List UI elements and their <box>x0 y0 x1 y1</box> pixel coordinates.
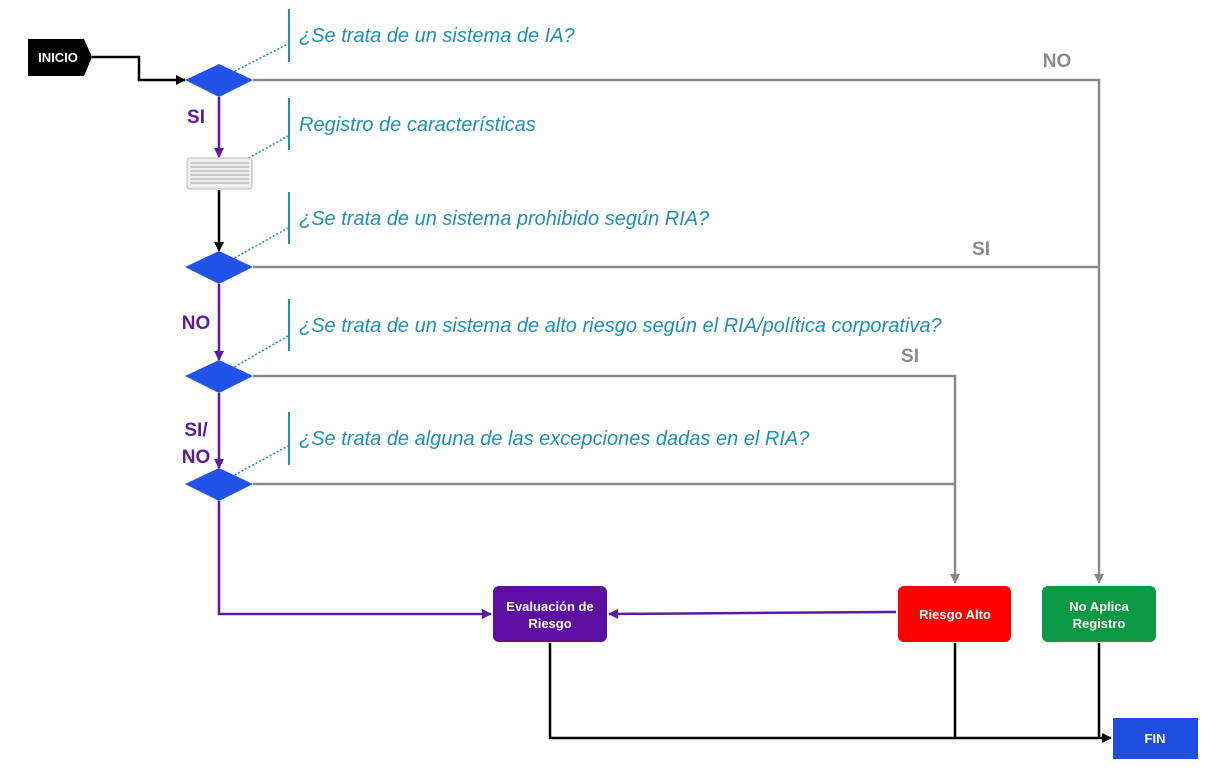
edge-label-q2-no: NO <box>182 313 211 334</box>
start-node: INICIO <box>28 39 92 76</box>
callout-leader <box>230 43 289 74</box>
decision-diamond-q3 <box>185 360 253 393</box>
callout-leader <box>230 335 289 370</box>
riesgo-alto-box: Riesgo Alto <box>898 586 1011 642</box>
flow-q3-yes <box>253 374 960 584</box>
edge-label-q3-yes: SI <box>901 346 919 367</box>
edge-label-q2-yes: SI <box>972 239 990 260</box>
no-aplica-registro-box: No Aplica Registro <box>1042 586 1156 642</box>
end-node: FIN <box>1113 718 1198 759</box>
callout-leader <box>230 445 289 478</box>
evaluacion-riesgo-box: Evaluación de Riesgo <box>493 586 607 642</box>
question-q1: ¿Se trata de un sistema de IA? <box>299 25 576 47</box>
no-aplica-line2: Registro <box>1073 616 1126 631</box>
registro-form-icon <box>186 157 253 190</box>
flow-riesgo-to-evaluacion <box>608 608 897 619</box>
end-label: FIN <box>1145 731 1166 746</box>
start-label: INICIO <box>38 50 78 65</box>
edge-label-q1-no: NO <box>1043 51 1072 72</box>
evaluacion-line2: Riesgo <box>528 616 571 631</box>
end-box <box>1113 718 1198 759</box>
edge-label-q4-a: SI/ <box>184 420 208 441</box>
flow-q1-no <box>253 78 1104 584</box>
edge-label-q1-yes: SI <box>187 107 205 128</box>
question-q4: ¿Se trata de alguna de las excepciones d… <box>299 428 810 450</box>
edge-label-q4-b: NO <box>182 447 211 468</box>
flow-evaluacion-to-fin <box>548 643 1112 743</box>
riesgo-alto-label: Riesgo Alto <box>919 607 991 622</box>
evaluacion-line1: Evaluación de <box>506 599 593 614</box>
decision-diamond-q4 <box>185 468 253 501</box>
question-q3: ¿Se trata de un sistema de alto riesgo s… <box>299 315 942 337</box>
flow-start-to-q1 <box>92 55 186 85</box>
question-registro: Registro de características <box>299 114 536 136</box>
callout-leader <box>230 227 289 261</box>
callout-leader <box>230 135 289 169</box>
flow-q4-down <box>217 501 492 619</box>
decision-diamond-q2 <box>185 251 253 284</box>
decision-diamond-q1 <box>185 64 253 97</box>
question-q2: ¿Se trata de un sistema prohibido según … <box>299 208 710 230</box>
start-shape <box>28 39 92 76</box>
no-aplica-line1: No Aplica <box>1069 599 1129 614</box>
